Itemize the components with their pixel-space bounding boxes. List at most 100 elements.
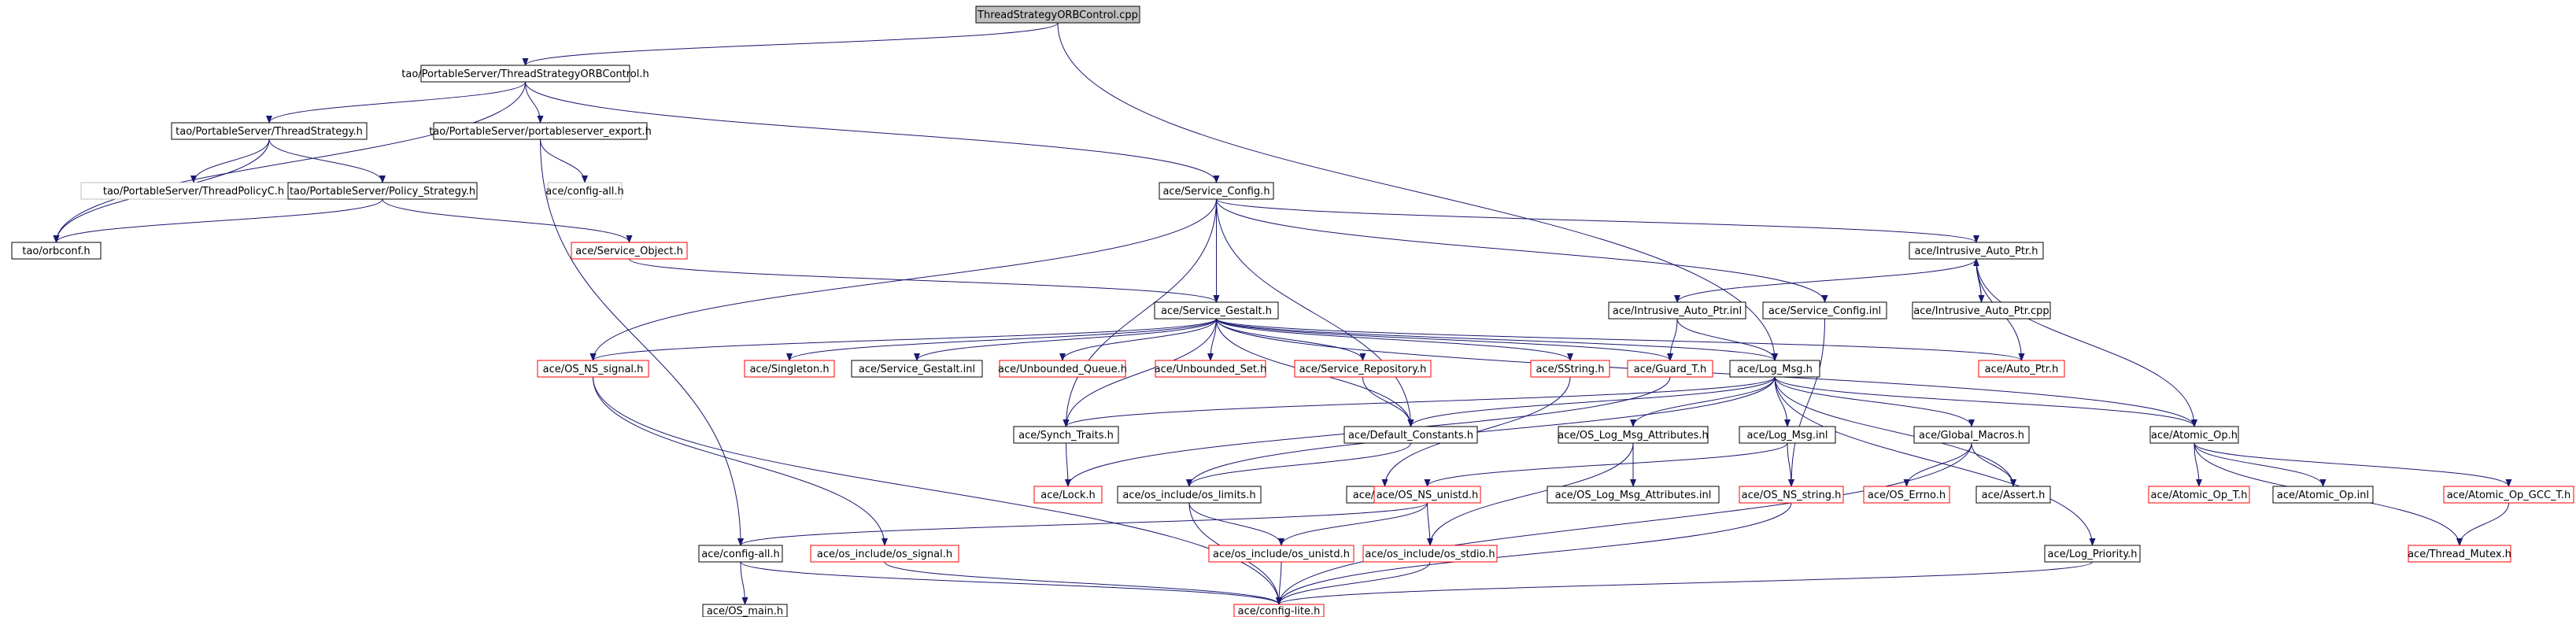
- graph-node-truncated[interactable]: ace/OS_Errno.h: [1863, 486, 1950, 504]
- include-edge-n8-n10: [1216, 198, 1979, 243]
- node-box: [1154, 301, 1279, 320]
- include-edge-n29-n49: [1276, 442, 1972, 605]
- graph-node-normal[interactable]: ace/Intrusive_Auto_Ptr.inl: [1608, 301, 1746, 320]
- node-label: ace/Global_Macros.h: [1919, 430, 2024, 442]
- graph-node-normal[interactable]: ace/Log_Msg.inl: [1739, 426, 1836, 444]
- node-box: [547, 182, 623, 200]
- graph-node-normal[interactable]: ace/Synch_Traits.h: [1013, 426, 1119, 444]
- node-label: tao/PortableServer/ThreadStrategy.h: [176, 126, 363, 138]
- include-edge-n36-n49: [1276, 502, 1792, 605]
- graph-node-normal[interactable]: ace/Intrusive_Auto_Ptr.h: [1909, 242, 2044, 260]
- include-edge-n23-n38: [1774, 376, 2016, 487]
- graph-node-normal[interactable]: ace/Atomic_Op.h: [2149, 426, 2239, 444]
- graph-node-truncated[interactable]: ace/Service_Object.h: [571, 242, 688, 260]
- node-box: [744, 360, 835, 378]
- graph-node-normal[interactable]: ace/OS_Log_Msg_Attributes.h: [1558, 426, 1709, 444]
- graph-node-normal[interactable]: ace/Service_Config.inl: [1762, 301, 1887, 320]
- graph-node-normal[interactable]: ace/Log_Priority.h: [2044, 545, 2141, 563]
- graph-node-normal[interactable]: tao/PortableServer/ThreadStrategyORBCont…: [401, 65, 649, 83]
- graph-node-truncated[interactable]: ace/OS_NS_string.h: [1739, 486, 1844, 504]
- node-box: [1762, 301, 1887, 320]
- graph-node-normal[interactable]: ace/Service_Gestalt.h: [1154, 301, 1279, 320]
- edge-layer: [53, 22, 2512, 605]
- include-edge-n1-n7: [53, 81, 526, 243]
- graph-node-normal[interactable]: ace/config-all.h: [698, 545, 783, 563]
- graph-node-missing[interactable]: ace/config-all.h: [545, 182, 624, 200]
- graph-node-normal[interactable]: tao/PortableServer/ThreadStrategy.h: [171, 122, 368, 140]
- include-edge-n8-n26: [1216, 198, 1414, 427]
- include-edge-n20-n26: [1362, 376, 1414, 427]
- node-label: tao/orbconf.h: [22, 246, 90, 257]
- graph-node-truncated[interactable]: ace/Lock.h: [1033, 486, 1103, 504]
- graph-node-normal[interactable]: ace/Service_Gestalt.inl: [851, 360, 983, 378]
- include-edge-n23-n30: [1774, 376, 2197, 427]
- include-edge-n2-n4: [190, 139, 270, 183]
- node-box: [420, 65, 630, 83]
- include-edge-n23-n27: [1630, 376, 1776, 427]
- node-box: [851, 360, 983, 378]
- include-edge-n0-n1: [522, 22, 1059, 66]
- node-label: ace/os_include/os_unistd.h: [1213, 549, 1350, 560]
- include-edge-n11-n25: [1063, 318, 1217, 427]
- graph-node-normal[interactable]: tao/orbconf.h: [11, 242, 102, 260]
- include-edge-n46-n49: [1276, 561, 2093, 605]
- include-edge-n1-n3: [525, 81, 544, 124]
- include-edge-n10-n12: [1674, 258, 1977, 303]
- graph-node-normal[interactable]: ace/OS_main.h: [702, 604, 788, 617]
- node-label: ThreadStrategyORBControl.cpp: [977, 9, 1138, 21]
- node-label: ace/OS_Log_Msg_Attributes.h: [1558, 430, 1708, 442]
- graph-node-truncated[interactable]: ace/Atomic_Op_T.h: [2148, 486, 2250, 504]
- graph-node-normal[interactable]: ace/Assert.h: [1975, 486, 2051, 504]
- graph-node-truncated[interactable]: ace/os_include/os_signal.h: [810, 545, 959, 563]
- node-label: ace/Atomic_Op_GCC_T.h: [2447, 490, 2571, 501]
- include-edge-n12-n22: [1667, 318, 1678, 361]
- graph-node-missing[interactable]: tao/PortableServer/ThreadPolicyC.h: [80, 182, 307, 200]
- node-box: [1294, 360, 1432, 378]
- node-box: [1033, 486, 1103, 504]
- node-box: [2408, 545, 2511, 563]
- graph-node-normal[interactable]: ace/Intrusive_Auto_Ptr.cpp: [1912, 301, 2051, 320]
- graph-node-truncated[interactable]: ace/Service_Repository.h: [1294, 360, 1432, 378]
- include-edge-n5-n7: [53, 198, 383, 243]
- graph-node-truncated[interactable]: ace/OS_NS_signal.h: [537, 360, 649, 378]
- node-box: [1362, 545, 1498, 563]
- include-edge-n8-n13: [1216, 198, 1828, 303]
- include-edge-n1-n2: [266, 81, 526, 124]
- node-label: ace/os_include/os_signal.h: [817, 549, 952, 560]
- graph-node-truncated[interactable]: ace/SString.h: [1530, 360, 1610, 378]
- include-edge-n23-n46: [1774, 376, 2096, 546]
- graph-node-truncated[interactable]: ace/Thread_Mutex.h: [2408, 545, 2511, 563]
- graph-node-normal[interactable]: ace/Atomic_Op.inl: [2272, 486, 2374, 504]
- graph-node-truncated[interactable]: ace/Atomic_Op_GCC_T.h: [2443, 486, 2574, 504]
- graph-node-normal[interactable]: ace/Global_Macros.h: [1913, 426, 2030, 444]
- node-label: ace/config-all.h: [545, 186, 624, 198]
- graph-node-truncated[interactable]: ace/config-lite.h: [1233, 604, 1325, 617]
- include-edge-n1-n8: [525, 81, 1220, 183]
- graph-node-truncated[interactable]: ace/Auto_Ptr.h: [1978, 360, 2065, 378]
- include-edge-n3-n6: [540, 139, 588, 183]
- graph-node-normal[interactable]: ace/os_include/os_limits.h: [1117, 486, 1262, 504]
- node-box: [1530, 360, 1610, 378]
- graph-node-truncated[interactable]: ace/os_include/os_unistd.h: [1208, 545, 1355, 563]
- graph-node-truncated[interactable]: ace/Unbounded_Queue.h: [998, 360, 1127, 378]
- graph-node-normal[interactable]: ace/Service_Config.h: [1159, 182, 1274, 200]
- include-edge-n28-n34: [1424, 442, 1788, 487]
- include-edge-n43-n49: [884, 561, 1282, 605]
- graph-node-normal[interactable]: tao/PortableServer/Policy_Strategy.h: [287, 182, 478, 200]
- node-box: [1739, 426, 1836, 444]
- include-edge-n23-n26: [1407, 376, 1776, 427]
- graph-node-truncated[interactable]: ace/OS_NS_unistd.h: [1373, 486, 1481, 504]
- graph-node-normal[interactable]: ace/OS_Log_Msg_Attributes.inl: [1547, 486, 1720, 504]
- graph-node-normal[interactable]: tao/PortableServer/portableserver_export…: [429, 122, 652, 140]
- graph-node-truncated[interactable]: ace/Guard_T.h: [1627, 360, 1713, 378]
- graph-node-root[interactable]: ThreadStrategyORBControl.cpp: [975, 6, 1140, 24]
- include-edge-n28-n36: [1787, 442, 1794, 487]
- graph-node-normal[interactable]: ace/Default_Constants.h: [1343, 426, 1478, 444]
- node-box: [1117, 486, 1262, 504]
- graph-node-truncated[interactable]: ace/Unbounded_Set.h: [1155, 360, 1267, 378]
- include-edge-n34-n42: [737, 502, 1428, 546]
- graph-node-truncated[interactable]: ace/Singleton.h: [744, 360, 835, 378]
- graph-node-normal[interactable]: ace/Log_Msg.h: [1729, 360, 1820, 378]
- graph-node-truncated[interactable]: ace/os_include/os_stdio.h: [1362, 545, 1498, 563]
